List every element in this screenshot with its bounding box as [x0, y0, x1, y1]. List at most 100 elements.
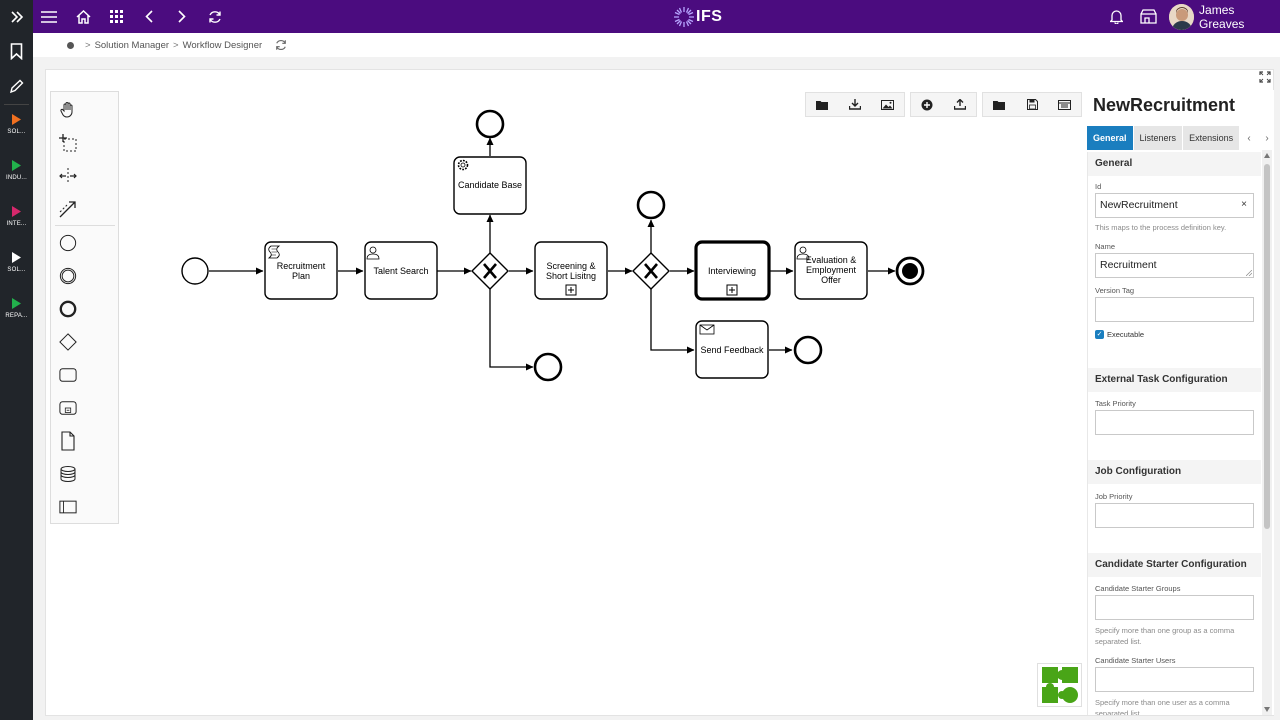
candidate-users-field[interactable]: [1095, 667, 1254, 692]
start-event-icon[interactable]: [59, 234, 77, 252]
add-circle-icon[interactable]: [911, 93, 944, 116]
user-menu[interactable]: James Greaves: [1169, 3, 1280, 31]
start-event[interactable]: [181, 257, 209, 285]
pool-icon[interactable]: [59, 498, 77, 516]
task-recruitment-plan[interactable]: Recruitment Plan: [264, 241, 338, 300]
download-icon[interactable]: [839, 93, 872, 116]
subprocess-interviewing[interactable]: Interviewing: [694, 240, 771, 301]
puzzle-icon: [1041, 667, 1078, 703]
home-icon[interactable]: [73, 0, 93, 33]
task-talent-search[interactable]: Talent Search: [364, 241, 438, 300]
bookmark-icon[interactable]: [0, 40, 33, 62]
task-icon[interactable]: [59, 366, 77, 384]
back-icon[interactable]: [139, 0, 159, 33]
hamburger-menu-icon[interactable]: [39, 0, 59, 33]
apps-grid-icon[interactable]: [106, 0, 126, 33]
ifs-logo: IFS: [673, 6, 722, 28]
panel-scrollbar[interactable]: [1262, 150, 1272, 715]
forward-icon[interactable]: [172, 0, 192, 33]
storage-toolbar: [982, 92, 1082, 117]
data-object-icon[interactable]: [59, 431, 77, 451]
expand-rail-icon[interactable]: [0, 7, 33, 27]
tab-extensions[interactable]: Extensions: [1183, 126, 1240, 150]
task-evaluation-offer[interactable]: Evaluation & Employment Offer: [794, 241, 868, 300]
subprocess-screening[interactable]: Screening & Short Lisitng: [534, 241, 608, 300]
bell-icon[interactable]: [1106, 0, 1126, 33]
resize-handle-icon[interactable]: [1246, 270, 1252, 276]
rail-item-inte[interactable]: INTE...: [0, 205, 33, 227]
data-store-icon[interactable]: [59, 465, 77, 483]
designer-canvas[interactable]: [45, 69, 1274, 716]
user-name: James Greaves: [1199, 3, 1245, 31]
gateway-icon[interactable]: [59, 333, 77, 351]
subprocess-icon[interactable]: [59, 399, 77, 417]
rail-item-sol-2[interactable]: SOL...: [0, 251, 33, 273]
rail-item-sol-1[interactable]: SOL...: [0, 113, 33, 135]
upload-icon[interactable]: [944, 93, 977, 116]
task-send-feedback[interactable]: Send Feedback: [695, 320, 769, 379]
avatar: [1169, 4, 1195, 30]
play-icon: [12, 298, 21, 309]
image-export-icon[interactable]: [871, 93, 904, 116]
folder-icon[interactable]: [983, 93, 1016, 116]
clear-id-icon[interactable]: ×: [1241, 199, 1247, 210]
refresh-icon[interactable]: [205, 0, 225, 33]
scroll-up-icon[interactable]: [1264, 153, 1270, 158]
breadcrumb-home-dot-icon[interactable]: [67, 41, 74, 49]
ifs-logo-mark-icon: [674, 7, 694, 27]
name-field[interactable]: Recruitment: [1095, 253, 1254, 278]
scrollbar-thumb[interactable]: [1264, 164, 1270, 529]
play-icon: [12, 114, 21, 125]
end-event-screening-failed[interactable]: [636, 190, 666, 220]
executable-checkbox-row[interactable]: ✓ Executable: [1095, 330, 1144, 339]
task-candidate-base[interactable]: Candidate Base: [453, 156, 527, 215]
lasso-tool-icon[interactable]: [59, 134, 77, 152]
store-icon[interactable]: [1137, 0, 1159, 33]
task-priority-field[interactable]: [1095, 410, 1254, 435]
pencil-icon[interactable]: [0, 75, 33, 97]
executable-checkbox[interactable]: ✓: [1095, 330, 1104, 339]
scroll-down-icon[interactable]: [1264, 707, 1270, 712]
intermediate-event-icon[interactable]: [59, 267, 77, 285]
puzzle-widget[interactable]: [1037, 663, 1082, 707]
fullscreen-icon[interactable]: [1259, 70, 1271, 83]
version-tag-field[interactable]: [1095, 297, 1254, 322]
save-icon[interactable]: [1016, 93, 1049, 116]
play-icon: [12, 206, 21, 217]
job-priority-field[interactable]: [1095, 503, 1254, 528]
end-event-icon[interactable]: [59, 300, 77, 318]
section-general-heading: General: [1088, 152, 1261, 176]
id-field[interactable]: NewRecruitment ×: [1095, 193, 1254, 218]
tab-general[interactable]: General: [1087, 126, 1133, 150]
end-event-feedback[interactable]: [793, 335, 823, 365]
exclusive-gateway-2[interactable]: [632, 252, 670, 290]
service-task-gear-icon: [457, 159, 469, 171]
expand-subprocess-icon[interactable]: [726, 284, 738, 296]
user-task-icon: [366, 246, 380, 260]
end-event-rejected[interactable]: [533, 352, 563, 382]
breadcrumb-separator: >: [173, 39, 179, 51]
candidate-groups-field[interactable]: [1095, 595, 1254, 620]
rail-item-repa[interactable]: REPA...: [0, 297, 33, 319]
candidate-groups-label: Candidate Starter Groups: [1095, 584, 1181, 593]
breadcrumb-item-solution-manager[interactable]: Solution Manager: [94, 39, 170, 51]
rail-item-indu[interactable]: INDU...: [0, 159, 33, 181]
connect-tool-icon[interactable]: [59, 200, 77, 218]
exclusive-gateway-1[interactable]: [471, 252, 509, 290]
hand-tool-icon[interactable]: [59, 101, 77, 119]
end-event-candidate-base[interactable]: [475, 109, 505, 139]
space-tool-icon[interactable]: [59, 167, 77, 185]
tab-listeners[interactable]: Listeners: [1133, 126, 1183, 150]
properties-panel-icon[interactable]: [1048, 93, 1081, 116]
end-event-final[interactable]: [895, 256, 925, 286]
candidate-users-label: Candidate Starter Users: [1095, 656, 1176, 665]
properties-body: General Id NewRecruitment × This maps to…: [1087, 152, 1261, 715]
expand-subprocess-icon[interactable]: [565, 284, 577, 296]
task-label-line: Offer: [821, 275, 841, 285]
tabs-next-icon[interactable]: ›: [1265, 132, 1269, 144]
name-label: Name: [1095, 242, 1116, 251]
version-tag-label: Version Tag: [1095, 286, 1135, 295]
page-refresh-icon[interactable]: [275, 39, 287, 51]
open-folder-icon[interactable]: [806, 93, 839, 116]
tabs-prev-icon[interactable]: ‹: [1247, 132, 1251, 144]
